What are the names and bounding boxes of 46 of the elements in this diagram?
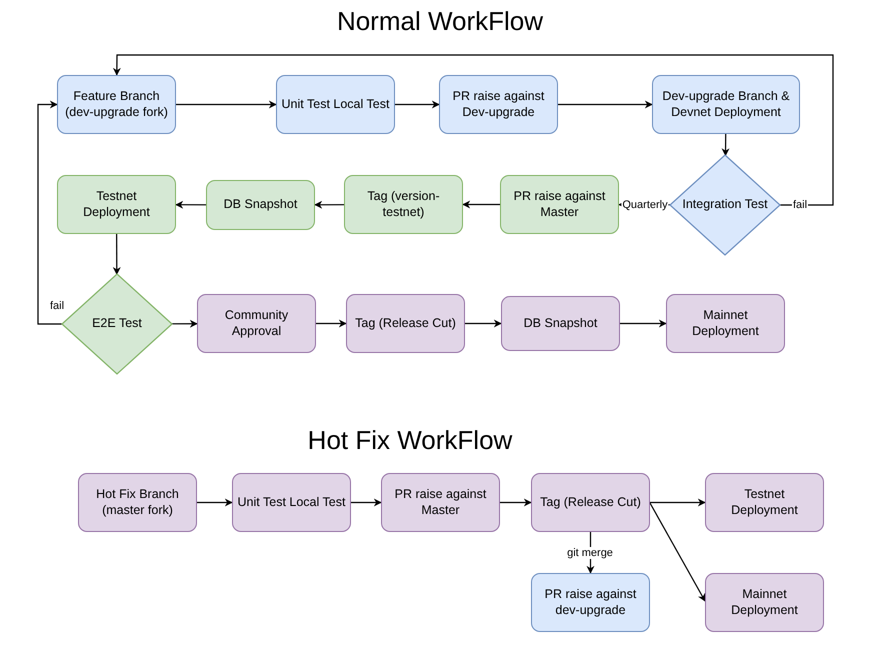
arrow <box>176 100 277 108</box>
process-box: Tag (Release Cut) <box>346 294 465 353</box>
edge-label: fail <box>48 300 66 312</box>
edge-label: git merge <box>566 547 614 559</box>
process-box: Community Approval <box>197 294 316 353</box>
process-box: Feature Branch (dev-upgrade fork) <box>57 75 176 134</box>
process-box: Testnet Deployment <box>705 473 824 532</box>
arrow <box>197 498 233 506</box>
process-box: PR raise against Master <box>381 473 500 532</box>
process-box: Dev-upgrade Branch & Devnet Deployment <box>652 75 800 134</box>
arrow <box>722 134 730 156</box>
process-box: DB Snapshot <box>206 180 315 230</box>
process-box: Unit Test Local Test <box>276 75 395 134</box>
process-box: Mainnet Deployment <box>666 294 785 353</box>
process-box: Hot Fix Branch (master fork) <box>78 473 197 532</box>
arrow <box>316 320 347 328</box>
edge-label: fail <box>792 199 808 211</box>
process-box: Tag (Release Cut) <box>531 473 650 532</box>
decision-diamond: E2E Test <box>62 274 172 374</box>
arrow <box>649 502 706 602</box>
arrow <box>558 100 653 108</box>
arrow <box>314 200 344 209</box>
process-box: DB Snapshot <box>501 296 620 351</box>
process-box: Unit Test Local Test <box>232 473 351 532</box>
section-heading: Hot Fix WorkFlow <box>306 425 514 456</box>
arrow <box>112 54 834 206</box>
arrow <box>172 320 198 328</box>
arrow <box>500 498 532 506</box>
process-box: Tag (version-testnet) <box>344 175 463 234</box>
arrow <box>112 234 121 275</box>
process-box: PR raise against Master <box>500 175 619 234</box>
process-box: Testnet Deployment <box>57 175 176 234</box>
arrow <box>395 100 440 108</box>
arrow <box>465 320 502 328</box>
edge-label: Quarterly <box>621 199 669 211</box>
arrow <box>620 320 667 328</box>
process-box: PR raise against Dev-upgrade <box>439 75 558 134</box>
arrow <box>175 200 206 209</box>
diagram-title: Normal WorkFlow <box>336 6 544 37</box>
process-box: Mainnet Deployment <box>705 573 824 632</box>
arrow <box>462 200 500 208</box>
decision-diamond: Integration Test <box>670 155 780 255</box>
arrow <box>650 498 706 506</box>
process-box: PR raise against dev-upgrade <box>531 573 650 632</box>
arrow <box>351 498 382 506</box>
arrow <box>37 100 62 325</box>
